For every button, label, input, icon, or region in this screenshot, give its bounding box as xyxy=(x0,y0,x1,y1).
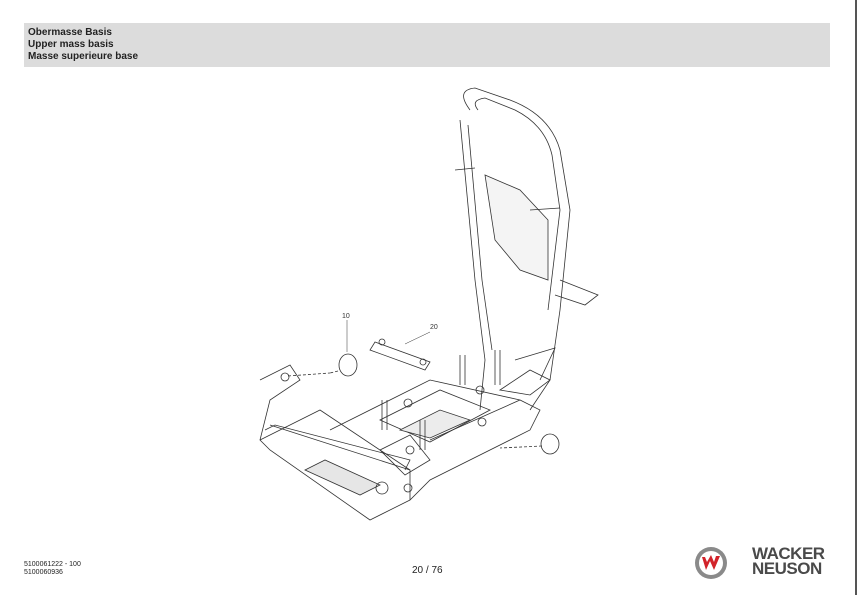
doc-number: 5100061222 - 100 xyxy=(24,561,81,568)
callout-20: 20 xyxy=(430,324,438,331)
handle-frame xyxy=(454,87,599,411)
title-english: Upper mass basis xyxy=(28,39,114,50)
brand-line-2: NEUSON xyxy=(752,559,822,578)
brand-line-1: WACKER xyxy=(752,544,825,563)
title-german: Obermasse Basis xyxy=(28,27,112,38)
page-edge xyxy=(855,0,857,595)
brand-name: WACKER NEUSON xyxy=(752,544,825,578)
title-french: Masse superieure base xyxy=(28,51,139,62)
page-number: 20 / 76 xyxy=(412,565,443,576)
base-frame xyxy=(259,347,556,521)
title-header: Obermasse Basis Upper mass basis Masse s… xyxy=(24,23,830,67)
wacker-neuson-logo-icon xyxy=(695,547,727,579)
part-10-rubber-buffer xyxy=(287,353,560,455)
bolts xyxy=(280,350,501,455)
part-20-plate xyxy=(369,338,431,371)
leader-line-20 xyxy=(404,331,431,345)
doc-number-2: 5100060936 xyxy=(24,569,63,576)
document-numbers: 5100061222 - 100 5100060936 xyxy=(24,561,81,577)
callout-10: 10 xyxy=(342,313,350,320)
exploded-parts-drawing: 10 20 xyxy=(259,87,599,521)
